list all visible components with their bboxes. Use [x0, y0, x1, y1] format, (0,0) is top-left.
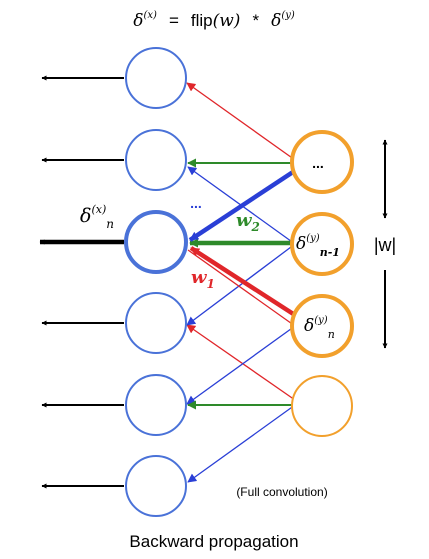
delta-y-n-minus-1-sub: n-1	[320, 246, 340, 259]
delta-y-n-label: δ(y)n	[304, 315, 335, 341]
full-convolution-note: (Full convolution)	[236, 485, 327, 499]
equation-rhs: δ	[271, 11, 281, 31]
w1-main: w	[191, 267, 208, 288]
w-abs-label: |w|	[374, 235, 396, 255]
delta-y-n-minus-1-sup: (y)	[306, 233, 320, 244]
equation-lhs: δ	[133, 11, 143, 31]
w1-sub: 1	[207, 277, 215, 291]
edge-w1-red-bold	[189, 246, 300, 319]
right-ellipsis-label: ...	[312, 155, 324, 171]
w2-main: w	[236, 210, 253, 231]
edge-r1-l1-red	[186, 82, 296, 161]
w1-label: w1	[191, 267, 215, 291]
left-node-2	[125, 129, 187, 191]
left-node-delta-x-n	[124, 210, 188, 274]
left-ellipsis-label: ...	[190, 195, 202, 211]
left-node-6	[125, 455, 187, 517]
delta-y-n-sup: (y)	[314, 315, 328, 326]
equation-equals: =	[169, 11, 179, 30]
w2-label: w2	[236, 210, 260, 234]
delta-y-n-sub: n	[328, 328, 335, 341]
equation-op: *	[252, 11, 259, 30]
left-node-4	[125, 292, 187, 354]
equation: δ(x)=flip(w)*δ(y)	[133, 10, 295, 31]
delta-x-n-label: δ(x)n	[80, 203, 114, 231]
right-node-delta-y-n-minus-1	[290, 212, 354, 276]
left-node-1	[125, 47, 187, 109]
edge-r3-l5-blue	[186, 325, 296, 405]
edge-blue-bold	[188, 168, 298, 242]
delta-y-n-main: δ	[304, 316, 314, 336]
w2-sub: 2	[251, 220, 260, 234]
left-node-5	[125, 374, 187, 436]
right-node-4	[291, 375, 353, 437]
edge-r4-l4-red	[186, 324, 296, 401]
edge-r2-l4-blue	[186, 243, 296, 326]
delta-y-n-minus-1-main: δ	[296, 234, 306, 254]
right-node-delta-y-n	[290, 294, 354, 358]
edge-r3-l3-red-thin	[187, 249, 296, 327]
right-node-ellipsis	[290, 130, 354, 194]
edge-r4-l6-blue	[187, 404, 296, 483]
delta-x-n-main: δ	[80, 205, 91, 227]
equation-rhs-sup: (y)	[281, 10, 295, 21]
equation-arg: (w)	[213, 11, 241, 31]
equation-func: flip	[191, 11, 213, 30]
equation-lhs-sup: (x)	[143, 10, 157, 21]
caption: Backward propagation	[129, 532, 298, 551]
delta-y-n-minus-1-label: δ(y)n-1	[296, 233, 340, 259]
delta-x-n-sup: (x)	[91, 203, 106, 216]
delta-x-n-sub: n	[106, 217, 114, 231]
